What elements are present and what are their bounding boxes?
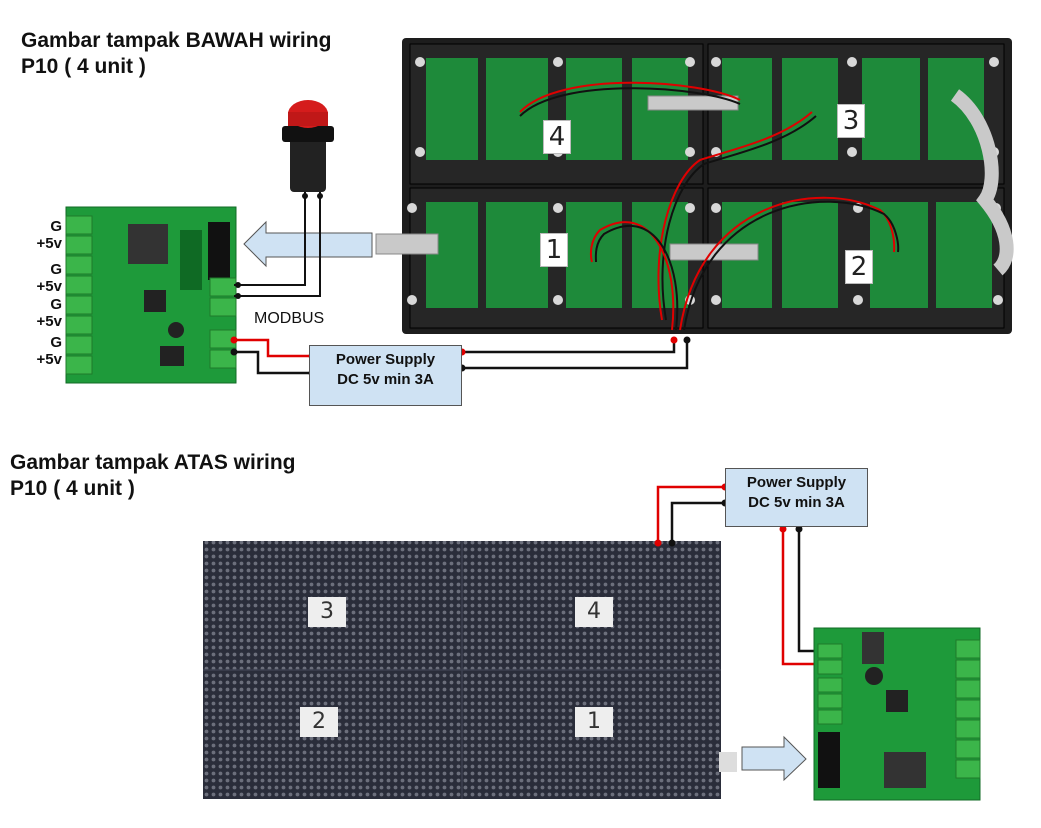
terminal-label-g: G xyxy=(50,296,62,313)
power-wires-bottom xyxy=(232,338,689,375)
terminal-label-5v: +5v xyxy=(36,313,62,330)
modbus-wires xyxy=(234,192,321,297)
modbus-label: MODBUS xyxy=(254,310,325,327)
terminal-label-g: G xyxy=(50,218,62,235)
title-top-view: Gambar tampak ATAS wiring P10 ( 4 unit ) xyxy=(10,451,296,500)
terminal-label-5v: +5v xyxy=(36,351,62,368)
power-supply-box-bottom: Power Supply DC 5v min 3A xyxy=(309,345,462,406)
panel-number-card: 2 xyxy=(300,707,338,737)
terminal-label-5v: +5v xyxy=(36,278,62,295)
power-wires-top xyxy=(656,485,818,666)
panel-number-card: 4 xyxy=(543,120,571,154)
panel-number-card: 3 xyxy=(308,597,346,627)
panel-number-card: 2 xyxy=(845,250,873,284)
panel-number-card: 4 xyxy=(575,597,613,627)
panel-number-card: 1 xyxy=(540,233,568,267)
controller-board-top xyxy=(813,627,981,801)
panel-number-card: 3 xyxy=(837,104,865,138)
arrow-right-icon xyxy=(741,735,807,782)
p10-panels-front xyxy=(203,541,737,799)
p10-panels-back xyxy=(375,38,1014,334)
terminal-label-g: G xyxy=(50,334,62,351)
arrow-left-icon xyxy=(243,220,373,268)
controller-board-bottom xyxy=(65,206,237,384)
power-supply-box-top: Power Supply DC 5v min 3A xyxy=(725,468,868,527)
panel-number-card: 1 xyxy=(575,707,613,737)
terminal-label-5v: +5v xyxy=(36,235,62,252)
title-bottom-view: Gambar tampak BAWAH wiring P10 ( 4 unit … xyxy=(21,29,332,78)
terminal-label-g: G xyxy=(50,261,62,278)
push-button-icon xyxy=(282,100,334,192)
